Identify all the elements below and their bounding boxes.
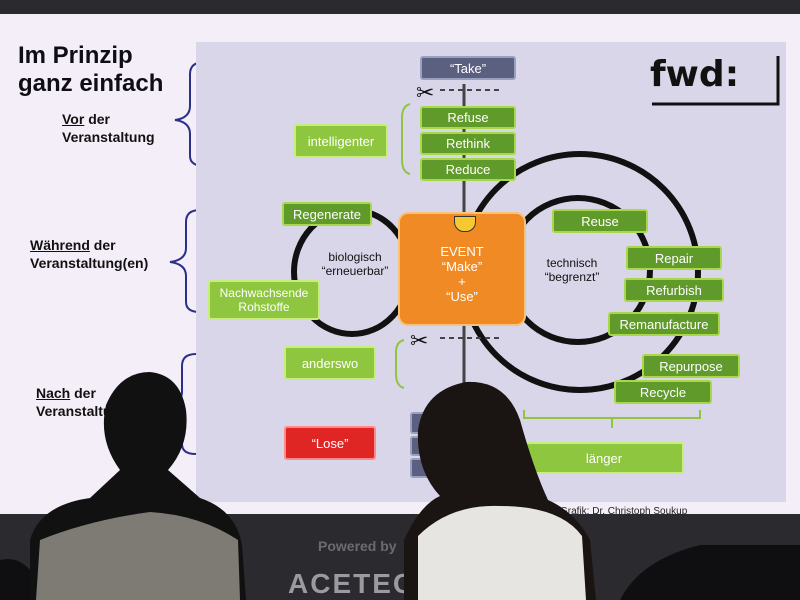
laenger-box: länger bbox=[524, 442, 684, 474]
recycle-box: Recycle bbox=[614, 380, 712, 404]
anderswo-box: anderswo bbox=[284, 346, 376, 380]
biological-label: biologisch “erneuerbar” bbox=[310, 250, 400, 278]
technical-line-2: “begrenzt” bbox=[544, 270, 600, 284]
reuse-box: Reuse bbox=[552, 209, 648, 233]
scissors-icon: ✂ bbox=[416, 80, 435, 105]
event-line-1: EVENT bbox=[440, 244, 484, 259]
refuse-box: Refuse bbox=[420, 106, 516, 129]
fwd-logo-text: fwd: bbox=[650, 54, 740, 95]
stage-during-line2: Veranstaltung(en) bbox=[30, 255, 149, 271]
title-line-2: ganz einfach bbox=[18, 70, 164, 97]
bracket-during bbox=[169, 209, 201, 313]
stage-after-rest: der bbox=[70, 385, 96, 401]
reduce-box: Reduce bbox=[420, 158, 516, 181]
acetec-brand: ACETEC bbox=[288, 568, 416, 599]
patterned-top bbox=[36, 512, 240, 600]
white-shirt bbox=[418, 505, 586, 600]
repurpose-box: Repurpose bbox=[642, 354, 740, 378]
biological-line-2: “erneuerbar” bbox=[321, 264, 389, 278]
technical-label: technisch “begrenzt” bbox=[532, 256, 612, 284]
green-bracket-bottom bbox=[523, 410, 701, 428]
green-bracket-middle bbox=[395, 339, 405, 389]
event-box: EVENT “Make” + “Use” bbox=[398, 212, 526, 326]
stage-after-underlined: Nach bbox=[36, 385, 71, 401]
graphic-credit: Grafik: Dr. Christoph Soukup bbox=[560, 506, 688, 517]
lose-box: “Lose” bbox=[284, 426, 376, 460]
powered-by-text: Powered by bbox=[318, 538, 397, 554]
title-line-1: Im Prinzip bbox=[18, 42, 133, 69]
biological-line-1: biologisch bbox=[328, 250, 382, 264]
nachwachsende-line-2: Rohstoffe bbox=[238, 300, 290, 314]
take-box: “Take” bbox=[420, 56, 516, 80]
chair-left bbox=[0, 559, 30, 600]
stage-during-underlined: Während bbox=[30, 237, 90, 253]
repair-box: Repair bbox=[626, 246, 722, 270]
scissors-icon: ✂ bbox=[410, 328, 429, 353]
technical-line-1: technisch bbox=[546, 256, 598, 270]
intelligenter-box: intelligenter bbox=[294, 124, 388, 158]
nachwachsende-line-1: Nachwachsende bbox=[219, 286, 309, 300]
bracket-before bbox=[174, 61, 206, 167]
funnel-icon bbox=[454, 216, 476, 232]
slide-title: Im Prinzip ganz einfach bbox=[18, 42, 163, 98]
regenerate-box: Regenerate bbox=[282, 202, 372, 226]
stage-before-line2: Veranstaltung bbox=[62, 129, 155, 145]
event-line-3: + bbox=[458, 274, 466, 289]
rethink-box: Rethink bbox=[420, 132, 516, 155]
green-bracket-top bbox=[401, 103, 411, 175]
nachwachsende-box: Nachwachsende Rohstoffe bbox=[208, 280, 320, 320]
stage-before-underlined: Vor bbox=[62, 111, 85, 127]
remanufacture-box: Remanufacture bbox=[608, 312, 720, 336]
fwd-logo-frame bbox=[652, 56, 780, 106]
stage-before-label: Vor der Veranstaltung bbox=[62, 110, 155, 146]
refurbish-box: Refurbish bbox=[624, 278, 724, 302]
event-line-4: “Use” bbox=[446, 289, 478, 304]
fwd-logo: fwd: bbox=[650, 54, 780, 106]
stage-during-label: Während der Veranstaltung(en) bbox=[30, 236, 148, 272]
stage-during-rest: der bbox=[89, 237, 116, 253]
event-line-2: “Make” bbox=[441, 259, 483, 274]
stage-before-rest: der bbox=[84, 111, 110, 127]
chair-right bbox=[620, 545, 800, 600]
